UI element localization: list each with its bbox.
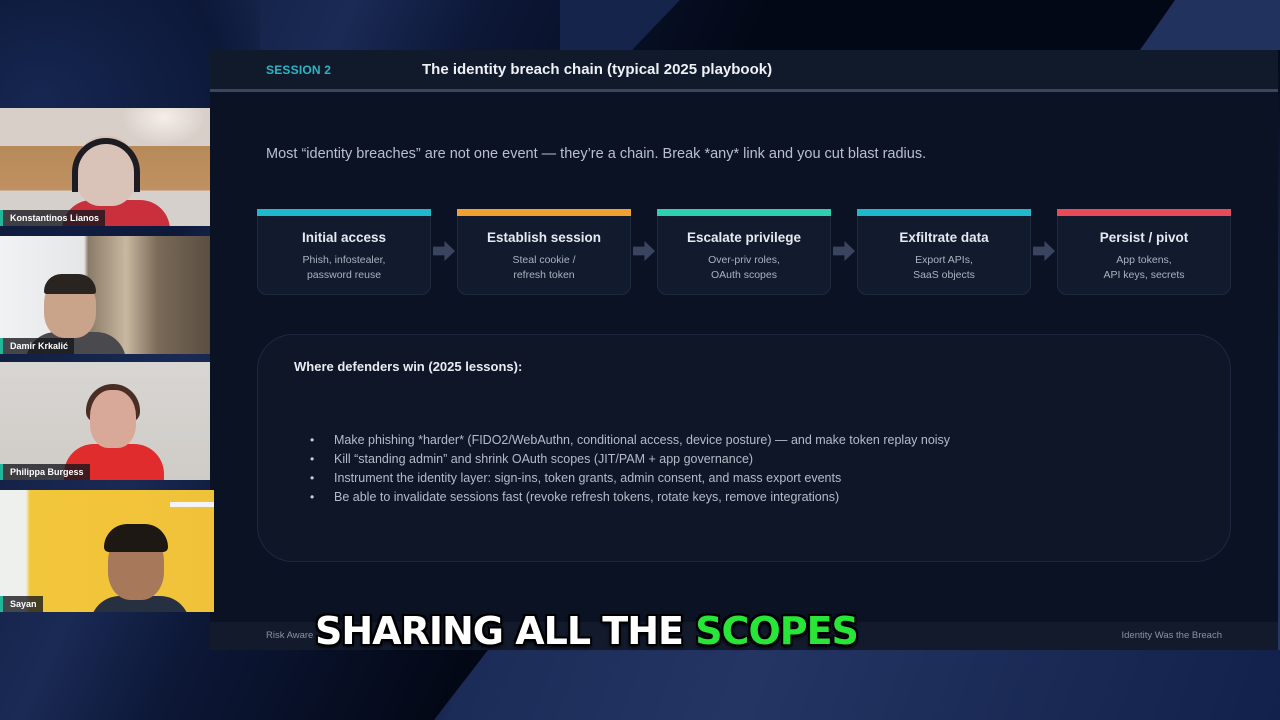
stage-description: Steal cookie /refresh token <box>512 254 576 281</box>
participant-tile[interactable]: Philippa Burgess <box>0 362 210 480</box>
stage-title: Exfiltrate data <box>899 230 989 245</box>
arrow-right-icon <box>833 241 855 261</box>
shared-slide: SESSION 2 The identity breach chain (typ… <box>210 50 1278 650</box>
list-item: Make phishing *harder* (FIDO2/WebAuthn, … <box>310 431 950 450</box>
breach-chain: Initial access Phish, infostealer,passwo… <box>257 209 1231 295</box>
headset-icon <box>72 138 140 192</box>
lessons-list: Make phishing *harder* (FIDO2/WebAuthn, … <box>310 431 950 507</box>
lessons-panel: Where defenders win (2025 lessons): Make… <box>257 334 1231 562</box>
stage-color-bar <box>857 209 1031 216</box>
caption-text: SHARING ALL THE <box>315 609 684 653</box>
stage-description: Phish, infostealer,password reuse <box>302 254 386 281</box>
caption-highlight: SCOPES <box>695 609 859 653</box>
participant-name: Damir Krkalić <box>0 338 75 354</box>
footer-deck-title: Identity Was the Breach <box>1121 630 1222 641</box>
lessons-title: Where defenders win (2025 lessons): <box>294 359 523 374</box>
stage-description: Over-priv roles,OAuth scopes <box>708 254 780 281</box>
stage-title: Escalate privilege <box>686 230 802 245</box>
arrow-right-icon <box>633 241 655 261</box>
slide-title: The identity breach chain (typical 2025 … <box>422 61 773 78</box>
chain-stage-establish-session: Establish session Steal cookie /refresh … <box>457 209 631 295</box>
session-label: SESSION 2 <box>266 62 332 77</box>
slide-footer: Risk Aware Identity Was the Breach <box>210 622 1278 650</box>
participant-figure <box>44 274 96 294</box>
chain-stage-exfiltrate-data: Exfiltrate data Export APIs,SaaS objects <box>857 209 1031 295</box>
stage-color-bar <box>257 209 431 216</box>
stage-title: Establish session <box>486 230 602 245</box>
participant-figure <box>90 596 190 612</box>
slide-intro: Most “identity breaches” are not one eve… <box>266 146 927 162</box>
background-object <box>170 502 214 507</box>
background-shape <box>380 650 1280 720</box>
list-item: Instrument the identity layer: sign-ins,… <box>310 469 950 488</box>
footer-brand: Risk Aware <box>266 630 314 641</box>
stage-color-bar <box>1057 209 1231 216</box>
participant-tile[interactable]: Sayan <box>0 490 214 612</box>
arrow-right-icon <box>1033 241 1055 261</box>
arrow-right-icon <box>433 241 455 261</box>
participant-figure <box>90 390 136 448</box>
chain-stage-persist-pivot: Persist / pivot App tokens,API keys, sec… <box>1057 209 1231 295</box>
chain-stage-escalate-privilege: Escalate privilege Over-priv roles,OAuth… <box>657 209 831 295</box>
stage-color-bar <box>657 209 831 216</box>
slide-header: SESSION 2 The identity breach chain (typ… <box>210 50 1278 92</box>
participant-tile[interactable]: Konstantinos Lianos <box>0 108 210 226</box>
stage-description: Export APIs,SaaS objects <box>913 254 975 281</box>
participant-name: Konstantinos Lianos <box>0 210 106 226</box>
participant-tile[interactable]: Damir Krkalić <box>0 236 210 354</box>
stage-description: App tokens,API keys, secrets <box>1103 254 1185 281</box>
participant-figure <box>104 524 168 552</box>
subtitle-caption: SHARING ALL THE SCOPES <box>315 606 859 656</box>
chain-stage-initial-access: Initial access Phish, infostealer,passwo… <box>257 209 431 295</box>
list-item: Kill “standing admin” and shrink OAuth s… <box>310 450 950 469</box>
stage-title: Initial access <box>301 230 387 245</box>
stage-color-bar <box>457 209 631 216</box>
list-item: Be able to invalidate sessions fast (rev… <box>310 488 950 507</box>
stage-title: Persist / pivot <box>1099 230 1189 245</box>
participant-name: Sayan <box>0 596 43 612</box>
participant-name: Philippa Burgess <box>0 464 90 480</box>
